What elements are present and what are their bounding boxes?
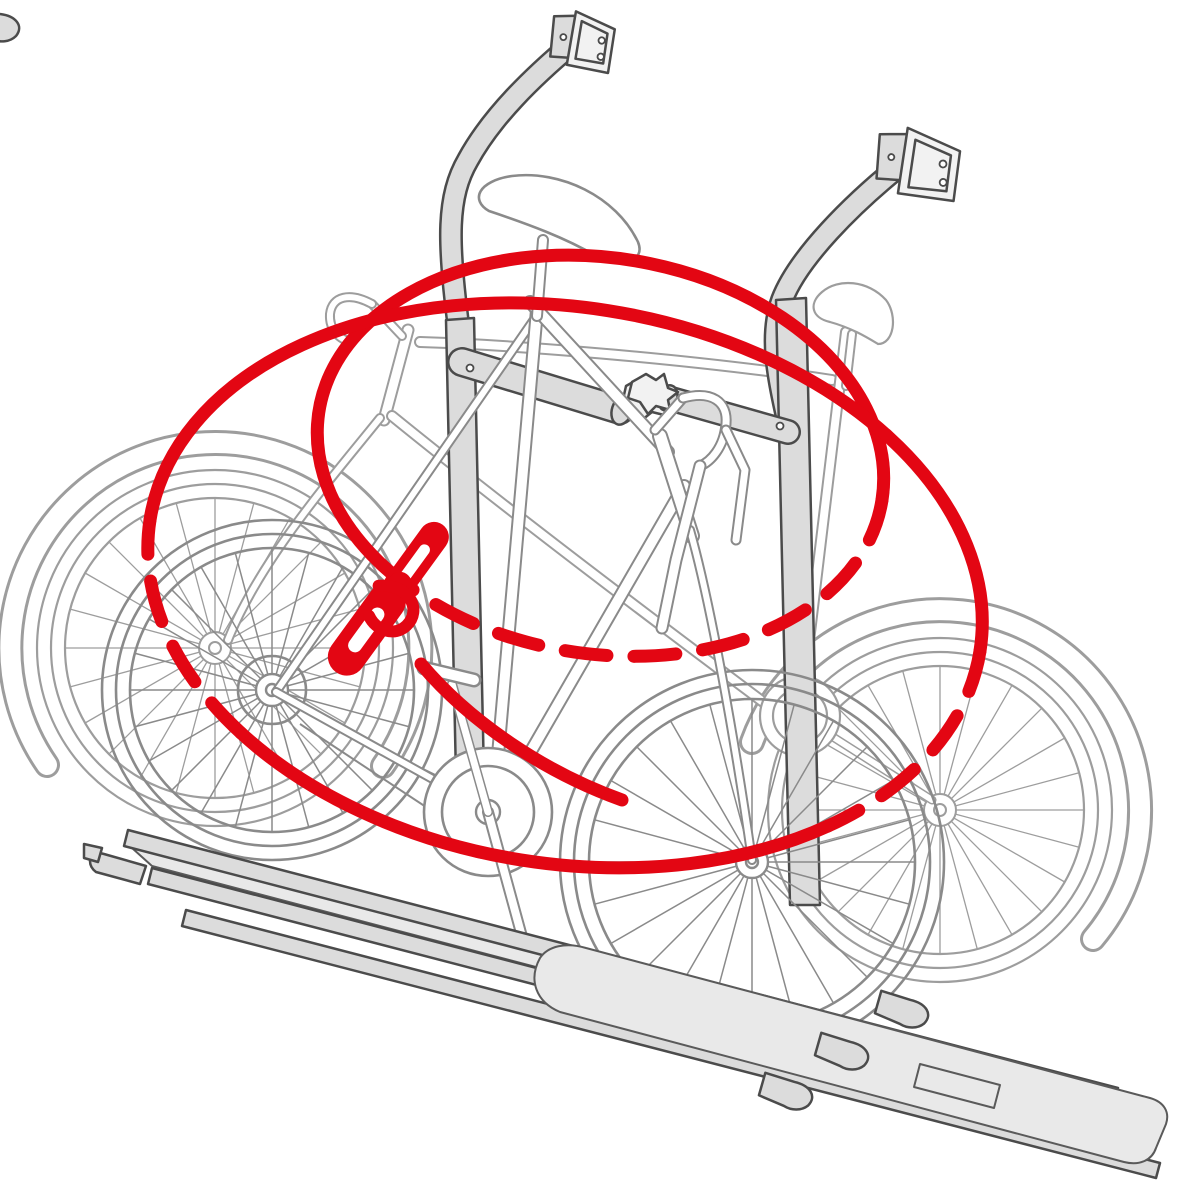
rear-bike-saddle	[812, 281, 894, 391]
bike-carrier-upper	[438, 10, 962, 907]
security-cable	[141, 248, 989, 875]
front-bike-saddle	[477, 173, 641, 322]
wall-bracket-right	[875, 126, 962, 203]
bike-holder-bar-2	[626, 372, 801, 445]
cable-lock-tail	[414, 657, 629, 807]
rail-end-hooks-right	[0, 12, 932, 1113]
rear-bike	[0, 281, 1154, 984]
cable-lock-loop	[363, 579, 420, 638]
support-arm-right	[763, 152, 914, 907]
holder-clamp-knob-2	[626, 372, 680, 416]
wall-bracket-left	[549, 10, 617, 75]
support-arm-left	[438, 32, 584, 870]
security-cable-outer-loop	[141, 296, 989, 875]
rear-bike-left-wheel	[0, 430, 434, 828]
security-cable-inner-loop	[310, 248, 891, 663]
front-bike-handlebar	[649, 390, 751, 635]
cable-lock	[327, 521, 449, 676]
rail-end-hook-left	[82, 842, 148, 886]
carrier-rail-platform	[0, 12, 1169, 1180]
base-tray-detail	[913, 1063, 1001, 1109]
rail-end-hook	[872, 989, 932, 1031]
